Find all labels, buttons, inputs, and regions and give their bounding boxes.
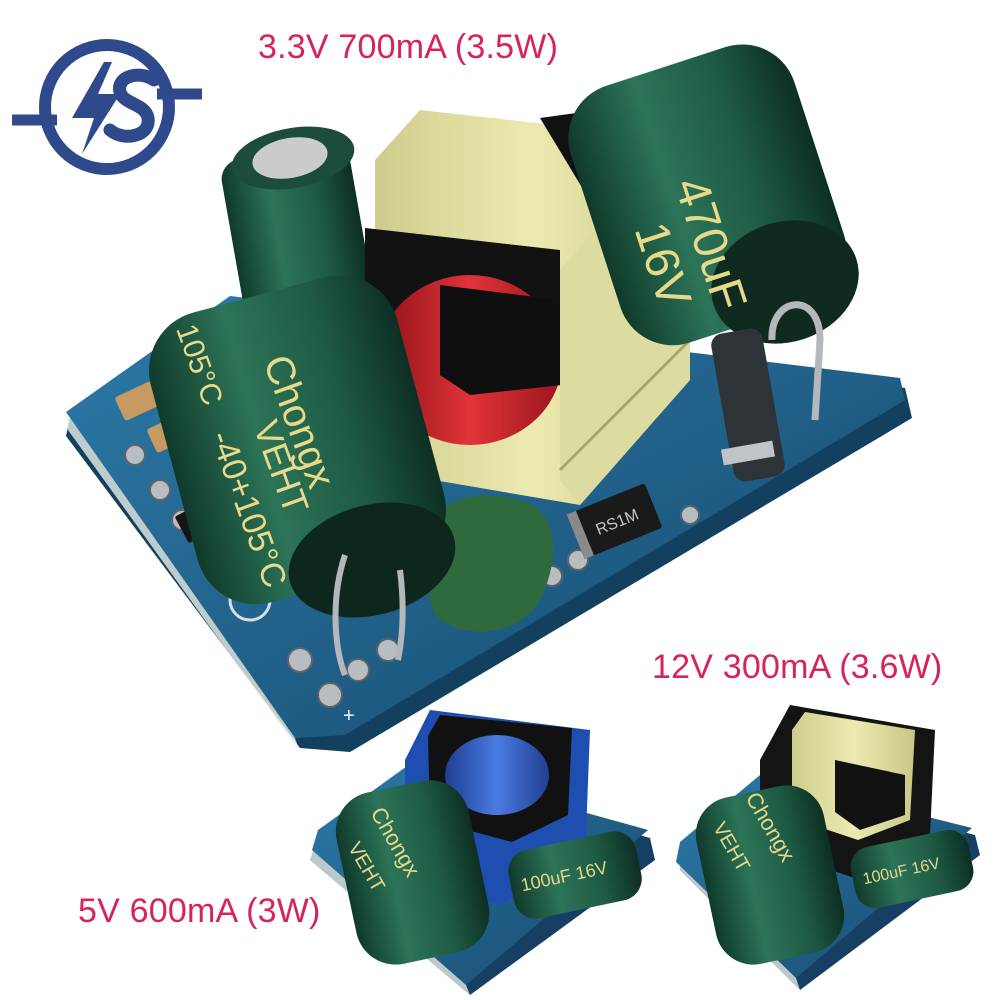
electrolytic-capacitor-front: Chongx VEHT -40+105°C 105°C: [148, 275, 456, 677]
capacitor-12v-small: 100uF 16V: [850, 829, 974, 909]
smd-diode: RS1M: [566, 484, 662, 560]
main-power-module: 205 RS1M 470uF 16V: [66, 44, 912, 752]
through-hole-diode: [711, 301, 824, 482]
capacitor-5v-large: Chongx VEHT: [335, 780, 490, 965]
module-12v: 100uF 16V Chongx VEHT: [676, 705, 980, 990]
brand-logo: [12, 39, 202, 175]
electrolytic-capacitor-470uF: 470uF 16V: [568, 44, 859, 346]
module-5v: 100uF 16V Chongx VEHT: [310, 710, 655, 995]
lightning-icon: [72, 62, 120, 154]
capacitor-5v-small: 100uF 16V: [508, 831, 642, 919]
caption-3v3-module: 3.3V 700mA (3.5W): [258, 28, 559, 66]
caption-12v-module: 12V 300mA (3.6W): [652, 648, 943, 686]
caption-5v-module: 5V 600mA (3W): [78, 892, 321, 930]
capacitor-12v-large: Chongx VEHT: [695, 785, 845, 965]
film-capacitor: [428, 495, 554, 632]
blue-coil: [445, 735, 549, 815]
polarity-mark: +: [343, 705, 355, 727]
smd-capacitor: [115, 381, 161, 421]
